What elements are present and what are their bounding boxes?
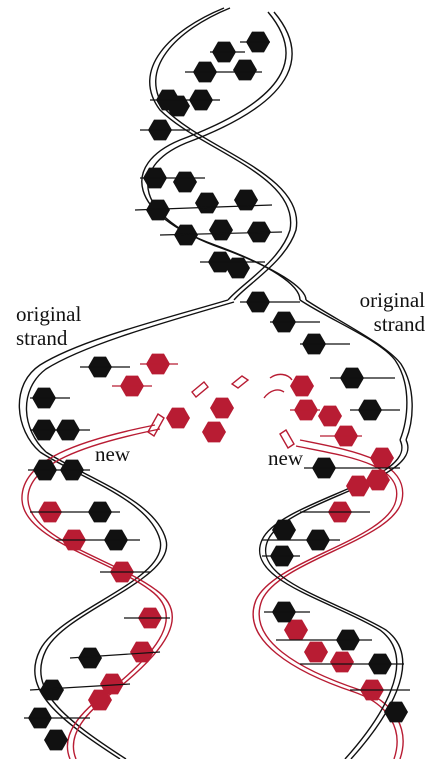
left-new-strand-label: new: [95, 442, 130, 466]
right-original-label-line1: original: [333, 288, 425, 312]
right-daughter-base-pairs: [262, 458, 410, 723]
left-original-strand-label: original strand: [16, 302, 126, 350]
left-original-label-line1: original: [16, 302, 126, 326]
right-original-strand-label: original strand: [333, 288, 425, 336]
left-original-label-line2: strand: [16, 326, 126, 350]
right-original-label-line2: strand: [333, 312, 425, 336]
left-daughter-base-pairs: [24, 460, 170, 751]
right-new-strand-label: new: [268, 446, 303, 470]
